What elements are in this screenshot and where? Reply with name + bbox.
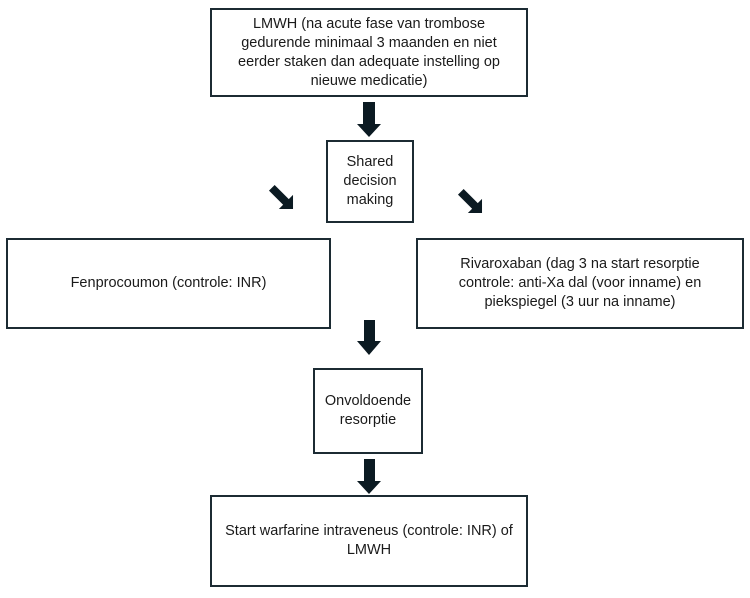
node-lmwh-line-3: eerder staken dan adequate instelling op [238, 53, 500, 70]
node-warfarine: Start warfarine intraveneus (controle: I… [210, 495, 528, 587]
node-rivaroxaban-line-1: Rivaroxaban (dag 3 na start resorptie [460, 256, 700, 272]
node-fenprocoumon: Fenprocoumon (controle: INR) [6, 238, 331, 329]
node-lmwh-line-2: gedurende minimaal 3 maanden en niet [241, 34, 497, 51]
node-shared-decision-line-3: making [346, 192, 394, 208]
arrow-decision-to-fenprocoumon [268, 184, 294, 210]
node-warfarine-line-2: LMWH [346, 542, 392, 558]
arrow-to-onvoldoende [357, 320, 381, 355]
node-rivaroxaban-line-3: piekspiegel (3 uur na inname) [484, 294, 676, 310]
node-fenprocoumon-line-1: Fenprocoumon (controle: INR) [70, 275, 267, 291]
arrow-lmwh-to-decision [357, 102, 381, 137]
node-onvoldoende-line-2: resorptie [339, 412, 397, 428]
node-lmwh-initial: LMWH (na acute fase van trombose geduren… [210, 8, 528, 97]
node-shared-decision-line-2: decision [343, 173, 397, 189]
node-shared-decision-line-1: Shared [346, 154, 394, 170]
node-rivaroxaban: Rivaroxaban (dag 3 na start resorptie co… [416, 238, 744, 329]
node-lmwh-line-1: LMWH (na acute fase van trombose [252, 15, 486, 32]
node-onvoldoende-line-1: Onvoldoende [324, 393, 412, 409]
arrow-decision-to-rivaroxaban [457, 188, 483, 214]
node-lmwh-line-4: nieuwe medicatie) [310, 72, 428, 89]
node-warfarine-line-1: Start warfarine intraveneus (controle: I… [225, 523, 513, 539]
node-rivaroxaban-line-2: controle: anti-Xa dal (voor inname) en [458, 275, 702, 291]
node-shared-decision: Shared decision making [326, 140, 414, 223]
arrow-onvoldoende-to-warfarine [357, 459, 381, 494]
node-onvoldoende-resorptie: Onvoldoende resorptie [313, 368, 423, 454]
